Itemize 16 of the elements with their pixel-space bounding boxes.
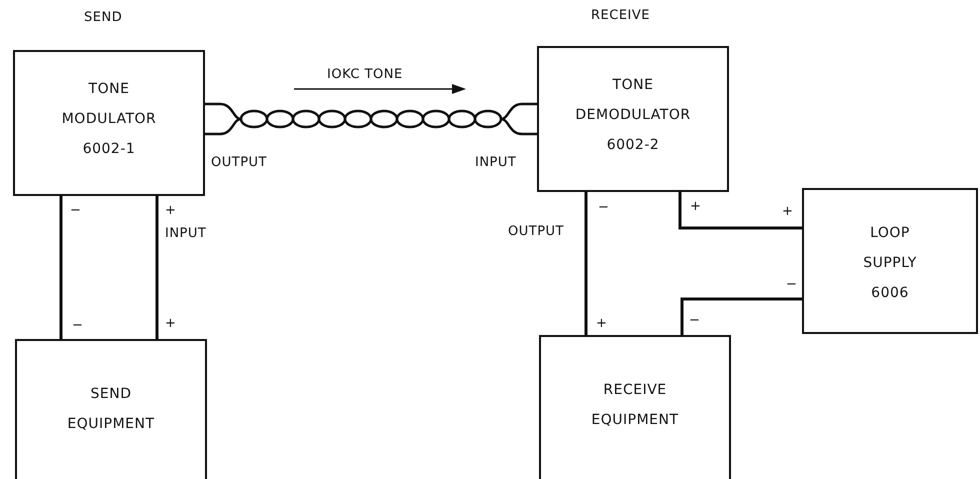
box-label: TONE DEMODULATOR 6002-2 (574, 76, 692, 155)
equipment-box (539, 335, 731, 479)
wire (156, 196, 158, 339)
equipment-box (537, 46, 729, 192)
equipment-box (13, 50, 205, 196)
wire (584, 192, 588, 335)
box-label: SEND EQUIPMENT (66, 385, 156, 434)
wire (60, 196, 62, 339)
box-label: LOOP SUPPLY 6006 (862, 224, 918, 303)
wire (678, 192, 802, 230)
twisted-pair-cable (204, 102, 538, 136)
box-label: TONE MODULATOR 6002-1 (60, 80, 158, 159)
equipment-box (802, 188, 978, 334)
box-label: RECEIVE EQUIPMENT (590, 381, 680, 430)
wire (680, 298, 802, 335)
equipment-box (15, 339, 207, 479)
